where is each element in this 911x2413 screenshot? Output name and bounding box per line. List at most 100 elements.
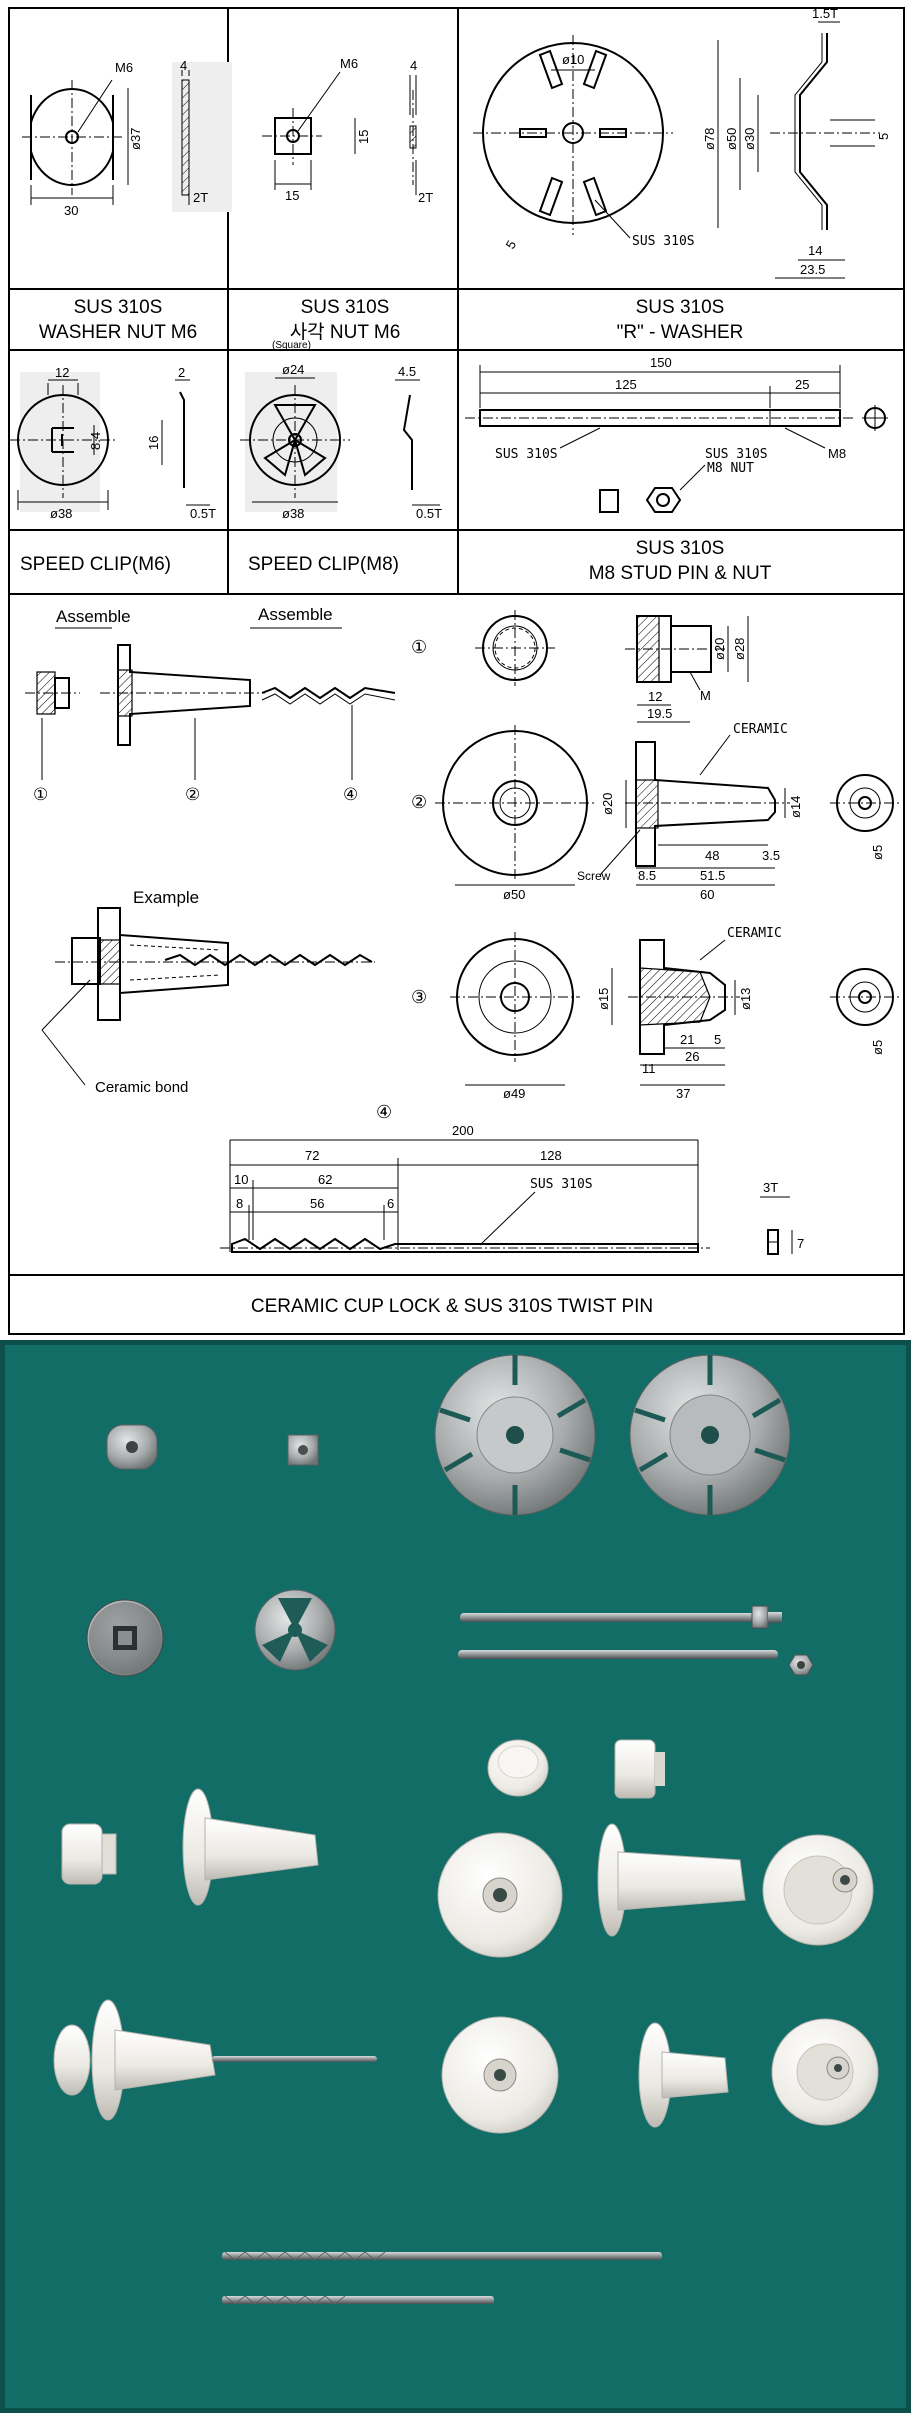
part3-drawing — [450, 932, 900, 1086]
twist-pin-material: SUS 310S — [530, 1177, 593, 1192]
twist-pin-h7: 7 — [797, 1236, 804, 1251]
part2-d50: ø50 — [503, 887, 525, 902]
speed-clip-m6-h8: 8.4 — [88, 432, 103, 450]
part2-drawing — [435, 725, 900, 886]
callout-2: ② — [185, 785, 200, 804]
r-washer-hole-label: ø10 — [562, 52, 584, 67]
speed-clip-m8-d24: ø24 — [282, 362, 304, 377]
assembly-example-view — [41, 907, 375, 1086]
part3-l11: 11 — [642, 1061, 656, 1076]
stud-pin-nut-label: M8 NUT — [707, 461, 754, 476]
speed-clip-m6-drawing — [10, 379, 210, 510]
part3-l26: 26 — [685, 1049, 699, 1064]
part2-l515: 51.5 — [700, 868, 725, 883]
assemble-label-left: Assemble — [56, 607, 131, 626]
stud-pin-l25: 25 — [795, 377, 809, 392]
drawing-frame — [8, 7, 905, 1335]
r-washer-h5: 5 — [876, 133, 891, 140]
stud-pin-title-2: M8 STUD PIN & NUT — [589, 563, 772, 584]
photo-twist-pin-long — [222, 2251, 662, 2261]
photo-r-washer-back — [629, 1354, 791, 1516]
part3-d13: ø13 — [738, 988, 753, 1010]
speed-clip-m6-d38: ø38 — [50, 506, 72, 521]
part3-l21: 21 — [680, 1032, 694, 1047]
twist-pin-l72: 72 — [305, 1148, 319, 1163]
part1-thread: M — [700, 688, 711, 703]
photo-ceramic-lock-profile — [638, 2022, 729, 2128]
washer-nut-thickness: 2T — [193, 190, 208, 205]
photo-square-nut — [287, 1434, 319, 1466]
twist-pin-l8: 8 — [236, 1196, 243, 1211]
r-washer-w23: 23.5 — [800, 262, 825, 277]
washer-nut-dia-label: ø37 — [128, 128, 143, 150]
ceramic-bond-label: Ceramic bond — [95, 1079, 188, 1096]
photo-washer-nut — [106, 1424, 158, 1470]
photo-stud-pin-with-nut — [460, 1605, 782, 1629]
speed-clip-m8-d38: ø38 — [282, 506, 304, 521]
stud-pin-drawing — [465, 365, 888, 513]
part3-ceramic-label: CERAMIC — [727, 926, 782, 941]
callout-part2: ② — [411, 792, 427, 812]
photo-ceramic-cup-back — [762, 1834, 874, 1946]
part3-d5: ø5 — [870, 1040, 885, 1055]
stud-pin-l150: 150 — [650, 355, 672, 370]
speed-clip-m8-drawing — [240, 377, 440, 506]
speed-clip-m6-h16: 16 — [146, 436, 161, 450]
square-nut-drawing — [262, 71, 417, 195]
photo-ceramic-lock-front — [441, 2016, 559, 2134]
parts-photo — [0, 1340, 911, 2413]
assemble-label-right: Assemble — [258, 605, 333, 624]
part2-screw-label: Screw — [577, 869, 611, 883]
twist-pin-l200: 200 — [452, 1123, 474, 1138]
part1-l195: 19.5 — [647, 706, 672, 721]
part3-d15: ø15 — [596, 988, 611, 1010]
washer-nut-title-1: SUS 310S — [74, 297, 163, 318]
part1-d20: ø20 — [712, 638, 727, 660]
stud-pin-material-1: SUS 310S — [495, 447, 558, 462]
speed-clip-m8-t45: 4.5 — [398, 364, 416, 379]
callout-part1: ① — [411, 637, 427, 657]
stud-pin-material-2: SUS 310S — [705, 447, 768, 462]
part2-l48: 48 — [705, 848, 719, 863]
stud-pin-title-1: SUS 310S — [636, 538, 725, 559]
part2-l60: 60 — [700, 887, 714, 902]
photo-stud-pin — [458, 1650, 778, 1659]
photo-twist-pin-short — [222, 2295, 494, 2305]
speed-clip-m8-title: SPEED CLIP(M8) — [248, 554, 399, 575]
photo-assembled-cup-lock — [53, 1999, 377, 2121]
speed-clip-m6-w12: 12 — [55, 365, 69, 380]
stud-pin-l125: 125 — [615, 377, 637, 392]
part3-l5: 5 — [714, 1032, 721, 1047]
callout-part3: ③ — [411, 987, 427, 1007]
part1-l12: 12 — [648, 689, 662, 704]
washer-nut-drawing — [22, 62, 232, 212]
part2-ceramic-label: CERAMIC — [733, 722, 788, 737]
washer-nut-width-label: 30 — [64, 203, 78, 218]
r-washer-material-label: SUS 310S — [632, 234, 695, 249]
part2-d5: ø5 — [870, 845, 885, 860]
part4-drawing — [220, 1139, 793, 1255]
r-washer-title-1: SUS 310S — [636, 297, 725, 318]
r-washer-dia50: ø50 — [724, 128, 739, 150]
photo-ceramic-cup-profile — [597, 1823, 746, 1937]
photo-speed-clip-m8 — [254, 1589, 336, 1671]
r-washer-title-2: "R" - WASHER — [617, 322, 744, 343]
square-nut-title-2: 사각 NUT M6 — [290, 321, 401, 343]
callout-4: ④ — [343, 785, 358, 804]
photo-ceramic-insert-loose — [61, 1823, 117, 1885]
assembly-exploded-view — [25, 627, 396, 780]
photo-ceramic-insert-side — [614, 1739, 665, 1799]
speed-clip-m6-title: SPEED CLIP(M6) — [20, 554, 171, 575]
part2-l35: 3.5 — [762, 848, 780, 863]
square-nut-thread-label: M6 — [340, 56, 358, 71]
twist-pin-l56: 56 — [310, 1196, 324, 1211]
twist-pin-l10: 10 — [234, 1172, 248, 1187]
washer-nut-title-2: WASHER NUT M6 — [39, 322, 197, 343]
photo-ceramic-cup-front — [437, 1832, 563, 1958]
washer-nut-top-thickness: 4 — [180, 58, 187, 73]
part2-d20: ø20 — [600, 793, 615, 815]
technical-drawing: M6 ø37 30 4 2T SUS 310S WASHER NUT M6 M 6… — [8, 6, 905, 1335]
part3-l37: 37 — [676, 1086, 690, 1101]
part2-d14: ø14 — [788, 796, 803, 818]
twist-pin-t3: 3T — [763, 1180, 778, 1195]
